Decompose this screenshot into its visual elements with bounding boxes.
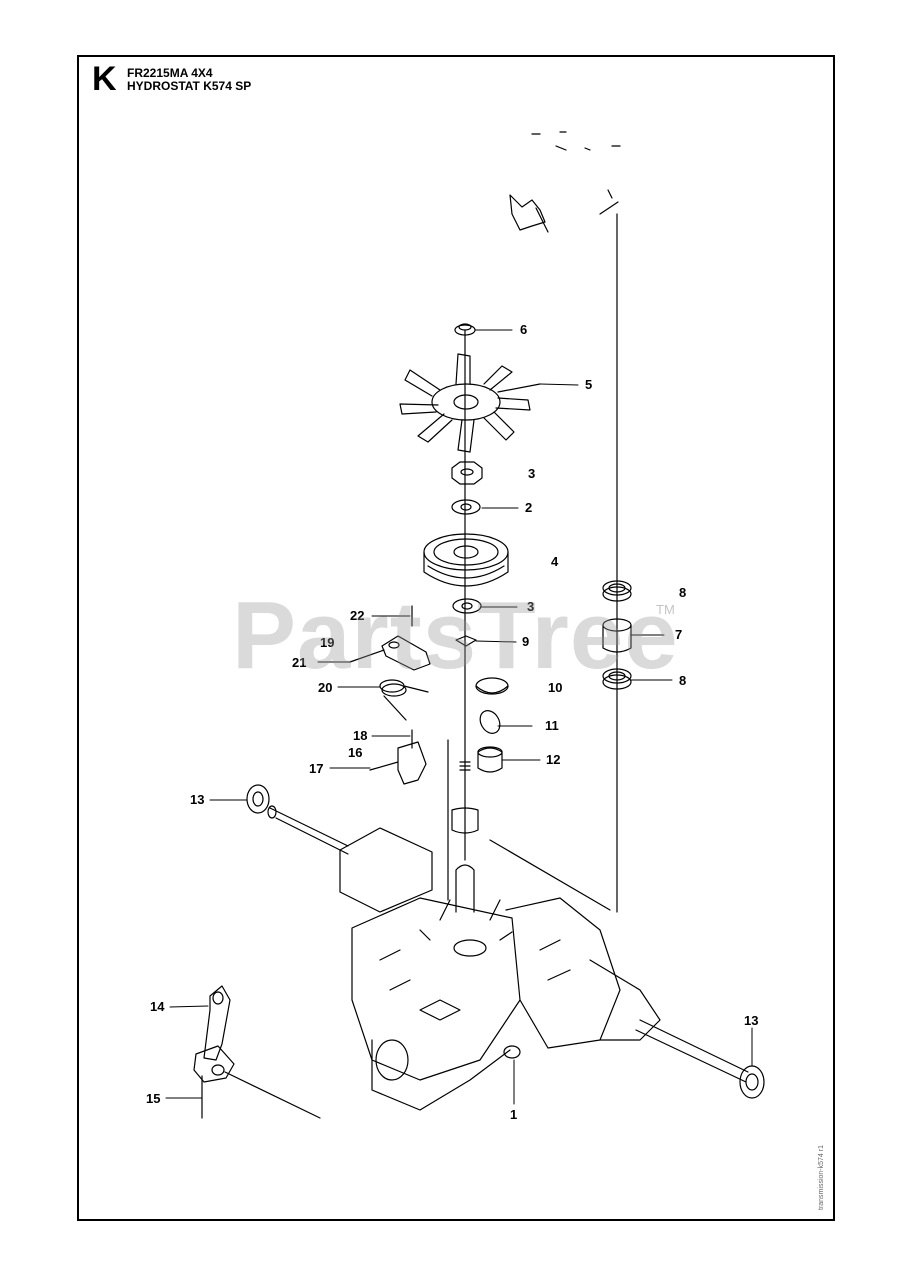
assembly-subtitle: HYDROSTAT K574 SP: [127, 79, 252, 93]
part-pulley-4: [423, 533, 509, 587]
callout-19: 19: [320, 635, 334, 650]
document-code: transmission-k574 r1: [818, 1145, 825, 1210]
callout-2: 2: [525, 500, 532, 515]
callout-10: 10: [548, 680, 562, 695]
guide-line: [489, 839, 611, 911]
model-title: FR2215MA 4X4: [127, 66, 213, 80]
callout-3-top: 3: [528, 466, 535, 481]
callout-16: 16: [348, 745, 362, 760]
upper-fragment: [509, 131, 621, 233]
leader-lines: [165, 329, 753, 1105]
callout-8-bottom: 8: [679, 673, 686, 688]
part-sleeve-7: [602, 618, 632, 653]
callout-6: 6: [520, 322, 527, 337]
part-nut-3-top: [451, 461, 483, 485]
part-cap-10: [475, 677, 509, 695]
callout-13-left: 13: [190, 792, 204, 807]
callout-3-bottom: 3: [527, 599, 534, 614]
callout-18: 18: [353, 728, 367, 743]
callout-13-right: 13: [744, 1013, 758, 1028]
part-bushing-12: [477, 746, 503, 773]
part-fan-5: [399, 353, 541, 453]
part-bearing-8-top: [602, 580, 632, 602]
callout-5: 5: [585, 377, 592, 392]
callout-21: 21: [292, 655, 306, 670]
callout-14: 14: [150, 999, 165, 1014]
callout-20: 20: [318, 680, 332, 695]
trademark-mark: TM: [656, 602, 675, 617]
callout-22: 22: [350, 608, 364, 623]
part-nut-3-bottom: [452, 598, 482, 614]
part-seal-13-left: [246, 784, 270, 814]
callout-12: 12: [546, 752, 560, 767]
callout-9: 9: [522, 634, 529, 649]
part-transmission-1: [339, 827, 661, 1111]
watermark: PartsTree: [232, 582, 679, 689]
left-axle: [267, 805, 349, 855]
callout-15: 15: [146, 1091, 160, 1106]
callout-1: 1: [510, 1107, 517, 1122]
part-seal-13-right: [739, 1065, 765, 1099]
part-key-9: [455, 635, 477, 647]
section-letter: K: [92, 60, 117, 98]
part-washer-2: [451, 499, 481, 515]
part-spring-20: [379, 679, 429, 721]
callout-7: 7: [675, 627, 682, 642]
guide-line: [224, 1071, 321, 1119]
callout-4: 4: [551, 554, 559, 569]
part-control-arm-14: [193, 985, 235, 1119]
part-disc-11: [479, 710, 501, 734]
drawing-frame: [77, 55, 835, 1221]
part-bracket-16: [369, 729, 427, 785]
callout-8-top: 8: [679, 585, 686, 600]
right-axle: [635, 1019, 749, 1083]
callout-17: 17: [309, 761, 323, 776]
part-lever-19: [349, 605, 431, 671]
callout-11: 11: [545, 718, 559, 733]
callout-labels: 6 5 3 2 4 3 9 10 11 12 8 7 8 22 19 21 20…: [146, 322, 758, 1122]
shaft-spacers: [451, 761, 479, 834]
part-bearing-8-bottom: [602, 668, 632, 690]
